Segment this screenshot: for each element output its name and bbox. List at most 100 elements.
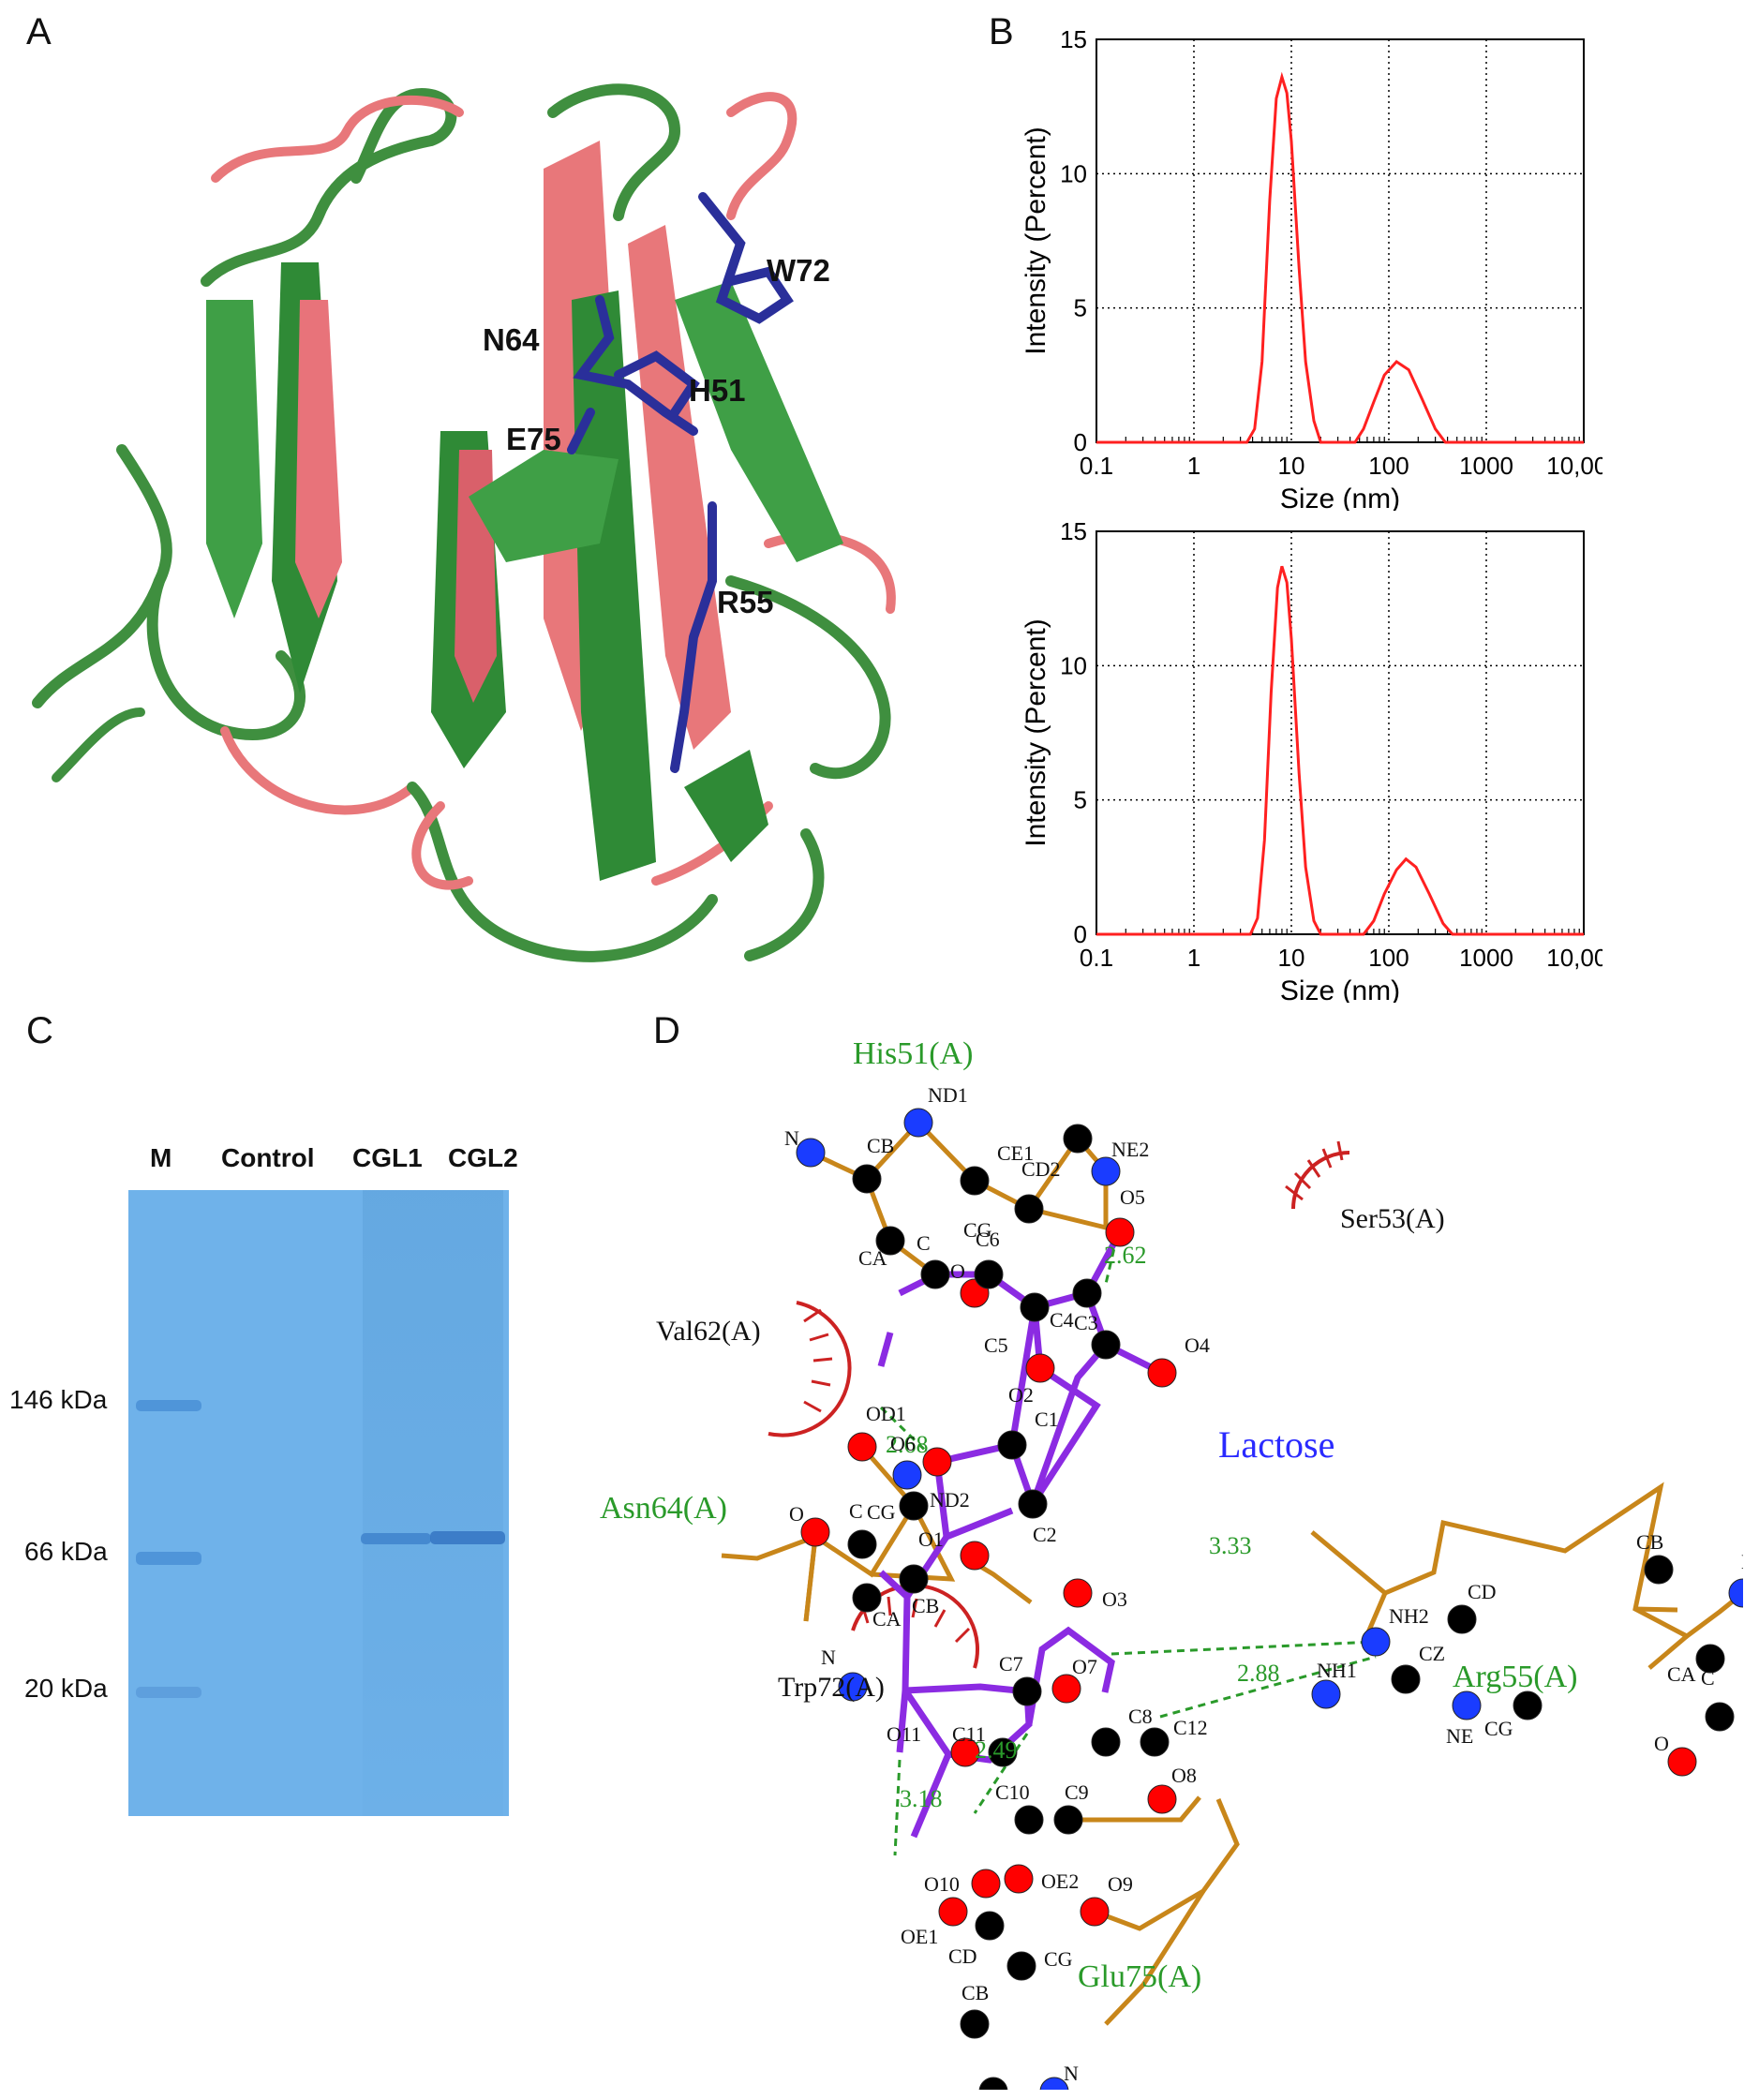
atom-label: C11 [952,1722,986,1746]
series-line [1096,565,1584,936]
atom-o10 [971,1869,1001,1899]
atom-label: C9 [1065,1780,1089,1804]
atom-nh2 [1361,1627,1391,1657]
atom-label: C [849,1499,863,1523]
atom-label: OD1 [866,1402,906,1425]
plot-frame [1096,530,1585,935]
x-tick-label: 1 [1187,452,1200,480]
atom-label: C7 [999,1652,1023,1676]
atom-label: O8 [1171,1764,1197,1787]
hbond-distance-5: 3.18 [900,1785,943,1812]
x-tick-label: 1000 [1459,452,1513,480]
atom-label: CB [867,1134,894,1157]
residue-label-e75: E75 [506,422,561,456]
atom-label: O10 [924,1872,960,1896]
x-tick-label: 10 [1278,452,1305,480]
atom-label: C10 [995,1780,1030,1804]
atom-label: ND1 [928,1083,968,1107]
atom-label: CD [948,1944,977,1968]
x-tick-label: 10,000 [1546,944,1602,972]
y-tick-label: 0 [1074,428,1087,456]
protein-ribbon-image [32,83,896,962]
atom-o2 [1025,1353,1055,1383]
atom-n [838,1672,868,1702]
atom-nd2 [892,1460,922,1490]
hbond-distance-6: 2.49 [975,1736,1018,1764]
atom-c9 [1053,1805,1083,1835]
atom-label: CG [867,1500,896,1524]
label-arg55: Arg55(A) [1453,1660,1577,1694]
x-tick-label: 0.1 [1080,452,1113,480]
label-trp72: Trp72(A) [778,1672,885,1703]
gel-image [128,1190,509,1816]
atom-label: O2 [1008,1383,1034,1407]
atom-label: CB [1636,1530,1663,1554]
hbond-distance-3: 3.33 [1209,1532,1252,1559]
x-tick-label: 10 [1278,944,1305,972]
atom-cd [1447,1604,1477,1634]
atom-cb [960,2009,990,2039]
protein-structure-panel [19,56,956,993]
label-ser53: Ser53(A) [1340,1203,1445,1234]
atom-cb [899,1564,929,1594]
atom-label: CG [1484,1717,1513,1740]
atom-o [800,1517,830,1547]
atom-o9 [1080,1897,1110,1927]
atom-c12 [1140,1727,1170,1757]
atom-ca [978,2077,1008,2090]
atom-label: NE2 [1111,1138,1149,1161]
atom-label: N [1064,2062,1079,2085]
panel-letter-d: D [653,1010,680,1051]
atom-label: NE [1446,1724,1473,1748]
atom-label: C [1701,1666,1715,1690]
atom-label: CA [858,1246,887,1270]
label-glu75: Glu75(A) [1078,1959,1201,1994]
atom-c [920,1259,950,1289]
atom-label: O7 [1072,1655,1097,1678]
atom-label: O [1654,1732,1669,1755]
y-tick-label: 0 [1074,920,1087,948]
atom-label: O3 [1102,1587,1127,1611]
atom-label: O [950,1259,965,1283]
atom-label: N [1741,1550,1743,1573]
atom-label: O6 [890,1432,916,1455]
atom-c6 [974,1259,1004,1289]
atom-c11 [988,1737,1018,1767]
residue-label-n64: N64 [483,322,540,357]
atom-o6 [922,1447,952,1477]
gel-lane-label-cgl2: CGL2 [448,1143,518,1172]
atom-ca [852,1583,882,1613]
atom-label: CA [1667,1662,1696,1686]
marker-label-66: 66 kDa [24,1537,108,1566]
x-tick-label: 100 [1368,452,1409,480]
panel-letter-a: A [26,11,52,52]
atom-cb [1644,1555,1674,1585]
atom-label: C12 [1173,1716,1208,1739]
series-line [1096,71,1584,444]
x-axis-label: Size (nm) [1280,484,1400,511]
gel-lane-label-m: M [150,1143,172,1172]
x-tick-label: 1 [1187,944,1200,972]
atom-nd1 [903,1108,933,1138]
atom-label: O1 [918,1527,944,1551]
atom-nh1 [1311,1679,1341,1709]
x-axis-label: Size (nm) [1280,976,1400,1003]
atom-label: C8 [1128,1705,1153,1728]
atom-o3 [1063,1578,1093,1608]
atom-n [1728,1578,1743,1608]
panel-letter-b: B [989,11,1014,52]
atom-od1 [847,1432,877,1462]
atom-o8 [1147,1784,1177,1814]
atom-cg [1513,1690,1543,1720]
atom-label: OE2 [1041,1869,1079,1893]
y-tick-label: 5 [1074,294,1087,322]
x-tick-label: 100 [1368,944,1409,972]
atom-c4 [1072,1278,1102,1308]
atom-oe1 [938,1897,968,1927]
atom-label: ND2 [930,1488,970,1512]
residue-label-w72: W72 [767,253,830,288]
atom-cb [852,1164,882,1194]
atom-c1 [997,1430,1027,1460]
